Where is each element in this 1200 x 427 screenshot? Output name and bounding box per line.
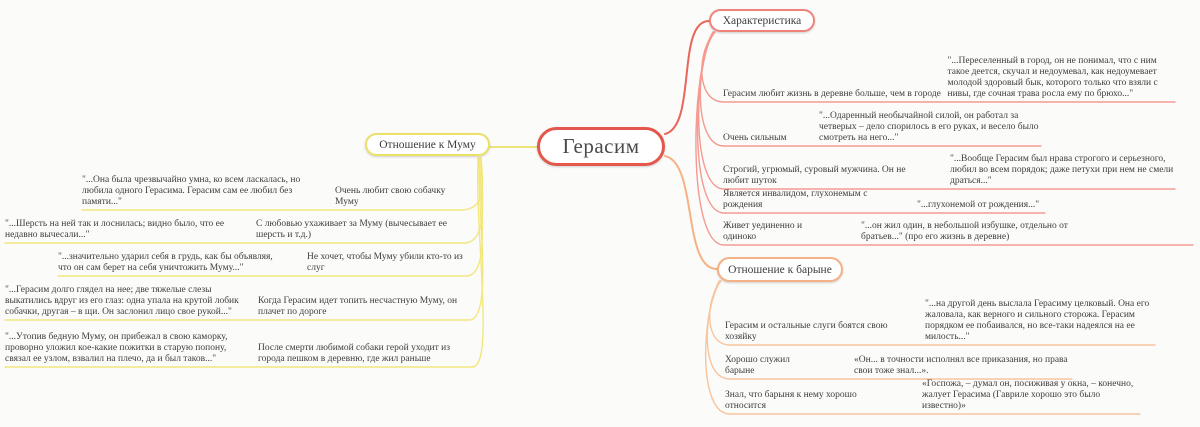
connector-leaf	[704, 280, 1141, 415]
leaf-quote: "...значительно ударил себя в грудь, как…	[58, 252, 273, 273]
leaf-uhodit[interactable]: "...Утопив бедную Муму, он прибежал в св…	[5, 332, 476, 365]
root-node-label: Герасим	[562, 134, 640, 158]
leaf-quote: "...на другой день выслала Герасиму целк…	[925, 299, 1150, 342]
leaf-quote: «Он... в точности исполнял все приказани…	[854, 355, 1068, 376]
connector-leaf	[696, 31, 1046, 214]
leaf-quote: "...Утопив бедную Муму, он прибежал в св…	[5, 332, 228, 364]
branch-node-otnoshenie-k-baryne[interactable]: Отношение к барыне	[717, 257, 843, 282]
leaf-label: С любовью ухаживает за Муму (вычесывает …	[256, 219, 447, 240]
leaf-lubit-mumu[interactable]: "...Она была чрезвычайно умна, ко всем л…	[82, 175, 463, 208]
leaf-quote: "...Переселенный в город, он не понимал,…	[947, 56, 1158, 99]
connector-leaf	[695, 31, 1194, 246]
leaf-label: Очень сильным	[723, 133, 787, 143]
leaf-quote: "...Шерсть на ней так и лоснилась; видно…	[5, 219, 225, 240]
leaf-label: Знал, что барыня к нему хорошо относится	[725, 390, 857, 411]
leaf-quote: "...Герасим долго глядел на нее; две тяж…	[5, 285, 239, 317]
branch-node-label: Отношение к барыне	[728, 263, 832, 276]
leaf-sluzhil[interactable]: Хорошо служил барыне «Он... в точности и…	[725, 355, 1072, 377]
leaf-uhazhivaet[interactable]: "...Шерсть на ней так и лоснилась; видно…	[5, 219, 468, 241]
leaf-label: Герасим любит жизнь в деревне больше, че…	[723, 89, 941, 99]
leaf-quote: "...Вообще Герасим был нрава строгого и …	[950, 154, 1174, 186]
leaf-silny[interactable]: Очень сильным "...Одаренный необычайной …	[723, 111, 1041, 144]
branch-node-otnoshenie-k-mumu[interactable]: Отношение к Муму	[365, 133, 490, 156]
root-node-gerasim[interactable]: Герасим	[537, 127, 665, 166]
leaf-label: Живет уединенно и одиноко	[723, 221, 803, 242]
leaf-label: Герасим и остальные слуги боятся свою хо…	[725, 321, 888, 342]
branch-node-label: Характеристика	[722, 14, 802, 27]
leaf-label: Очень любит свою собачку Муму	[335, 186, 446, 207]
connector-leaf	[4, 157, 484, 321]
leaf-label: После смерти любимой собаки герой уходит…	[258, 343, 450, 364]
leaf-label: Является инвалидом, глухонемым с рождени…	[723, 189, 868, 210]
leaf-label: Хорошо служил барыне	[725, 355, 790, 376]
leaf-quote: «Госпожа, – думал он, посиживая у окна, …	[922, 379, 1134, 411]
leaf-quote: "...Она была чрезвычайно умна, ко всем л…	[82, 175, 301, 207]
leaf-quote: "...глухонемой от рождения..."	[917, 200, 1040, 210]
leaf-quote: "...он жил один, в небольшой избушке, от…	[861, 221, 1068, 242]
connector-root-baryna	[664, 155, 718, 270]
connector-root-kharakteristika	[664, 20, 710, 135]
leaf-derevnya[interactable]: Герасим любит жизнь в деревне больше, че…	[723, 56, 1175, 100]
branch-node-label: Отношение к Муму	[379, 138, 476, 151]
leaf-strogiy[interactable]: Строгий, угрюмый, суровый мужчина. Он не…	[723, 154, 1175, 187]
leaf-uedinenno[interactable]: Живет уединенно и одиноко "...он жил оди…	[723, 221, 1193, 243]
leaf-label: Строгий, угрюмый, суровый мужчина. Он не…	[723, 165, 906, 186]
connector-leaf	[4, 157, 484, 368]
leaf-invalid[interactable]: Является инвалидом, глухонемым с рождени…	[723, 189, 1045, 211]
leaf-boyatsya[interactable]: Герасим и остальные слуги боятся свою хо…	[725, 299, 1155, 343]
leaf-label: Когда Герасим идет топить несчастную Мум…	[258, 296, 458, 317]
leaf-znal[interactable]: Знал, что барыня к нему хорошо относится…	[725, 379, 1140, 412]
leaf-label: Не хочет, чтобы Муму убили кто-то из слу…	[307, 252, 463, 273]
branch-node-kharakteristika[interactable]: Характеристика	[709, 9, 815, 32]
leaf-ne-hochet[interactable]: "...значительно ударил себя в грудь, как…	[58, 252, 470, 274]
leaf-quote: "...Одаренный необычайной силой, он рабо…	[819, 111, 1039, 143]
leaf-plachet[interactable]: "...Герасим долго глядел на нее; две тяж…	[5, 285, 473, 318]
